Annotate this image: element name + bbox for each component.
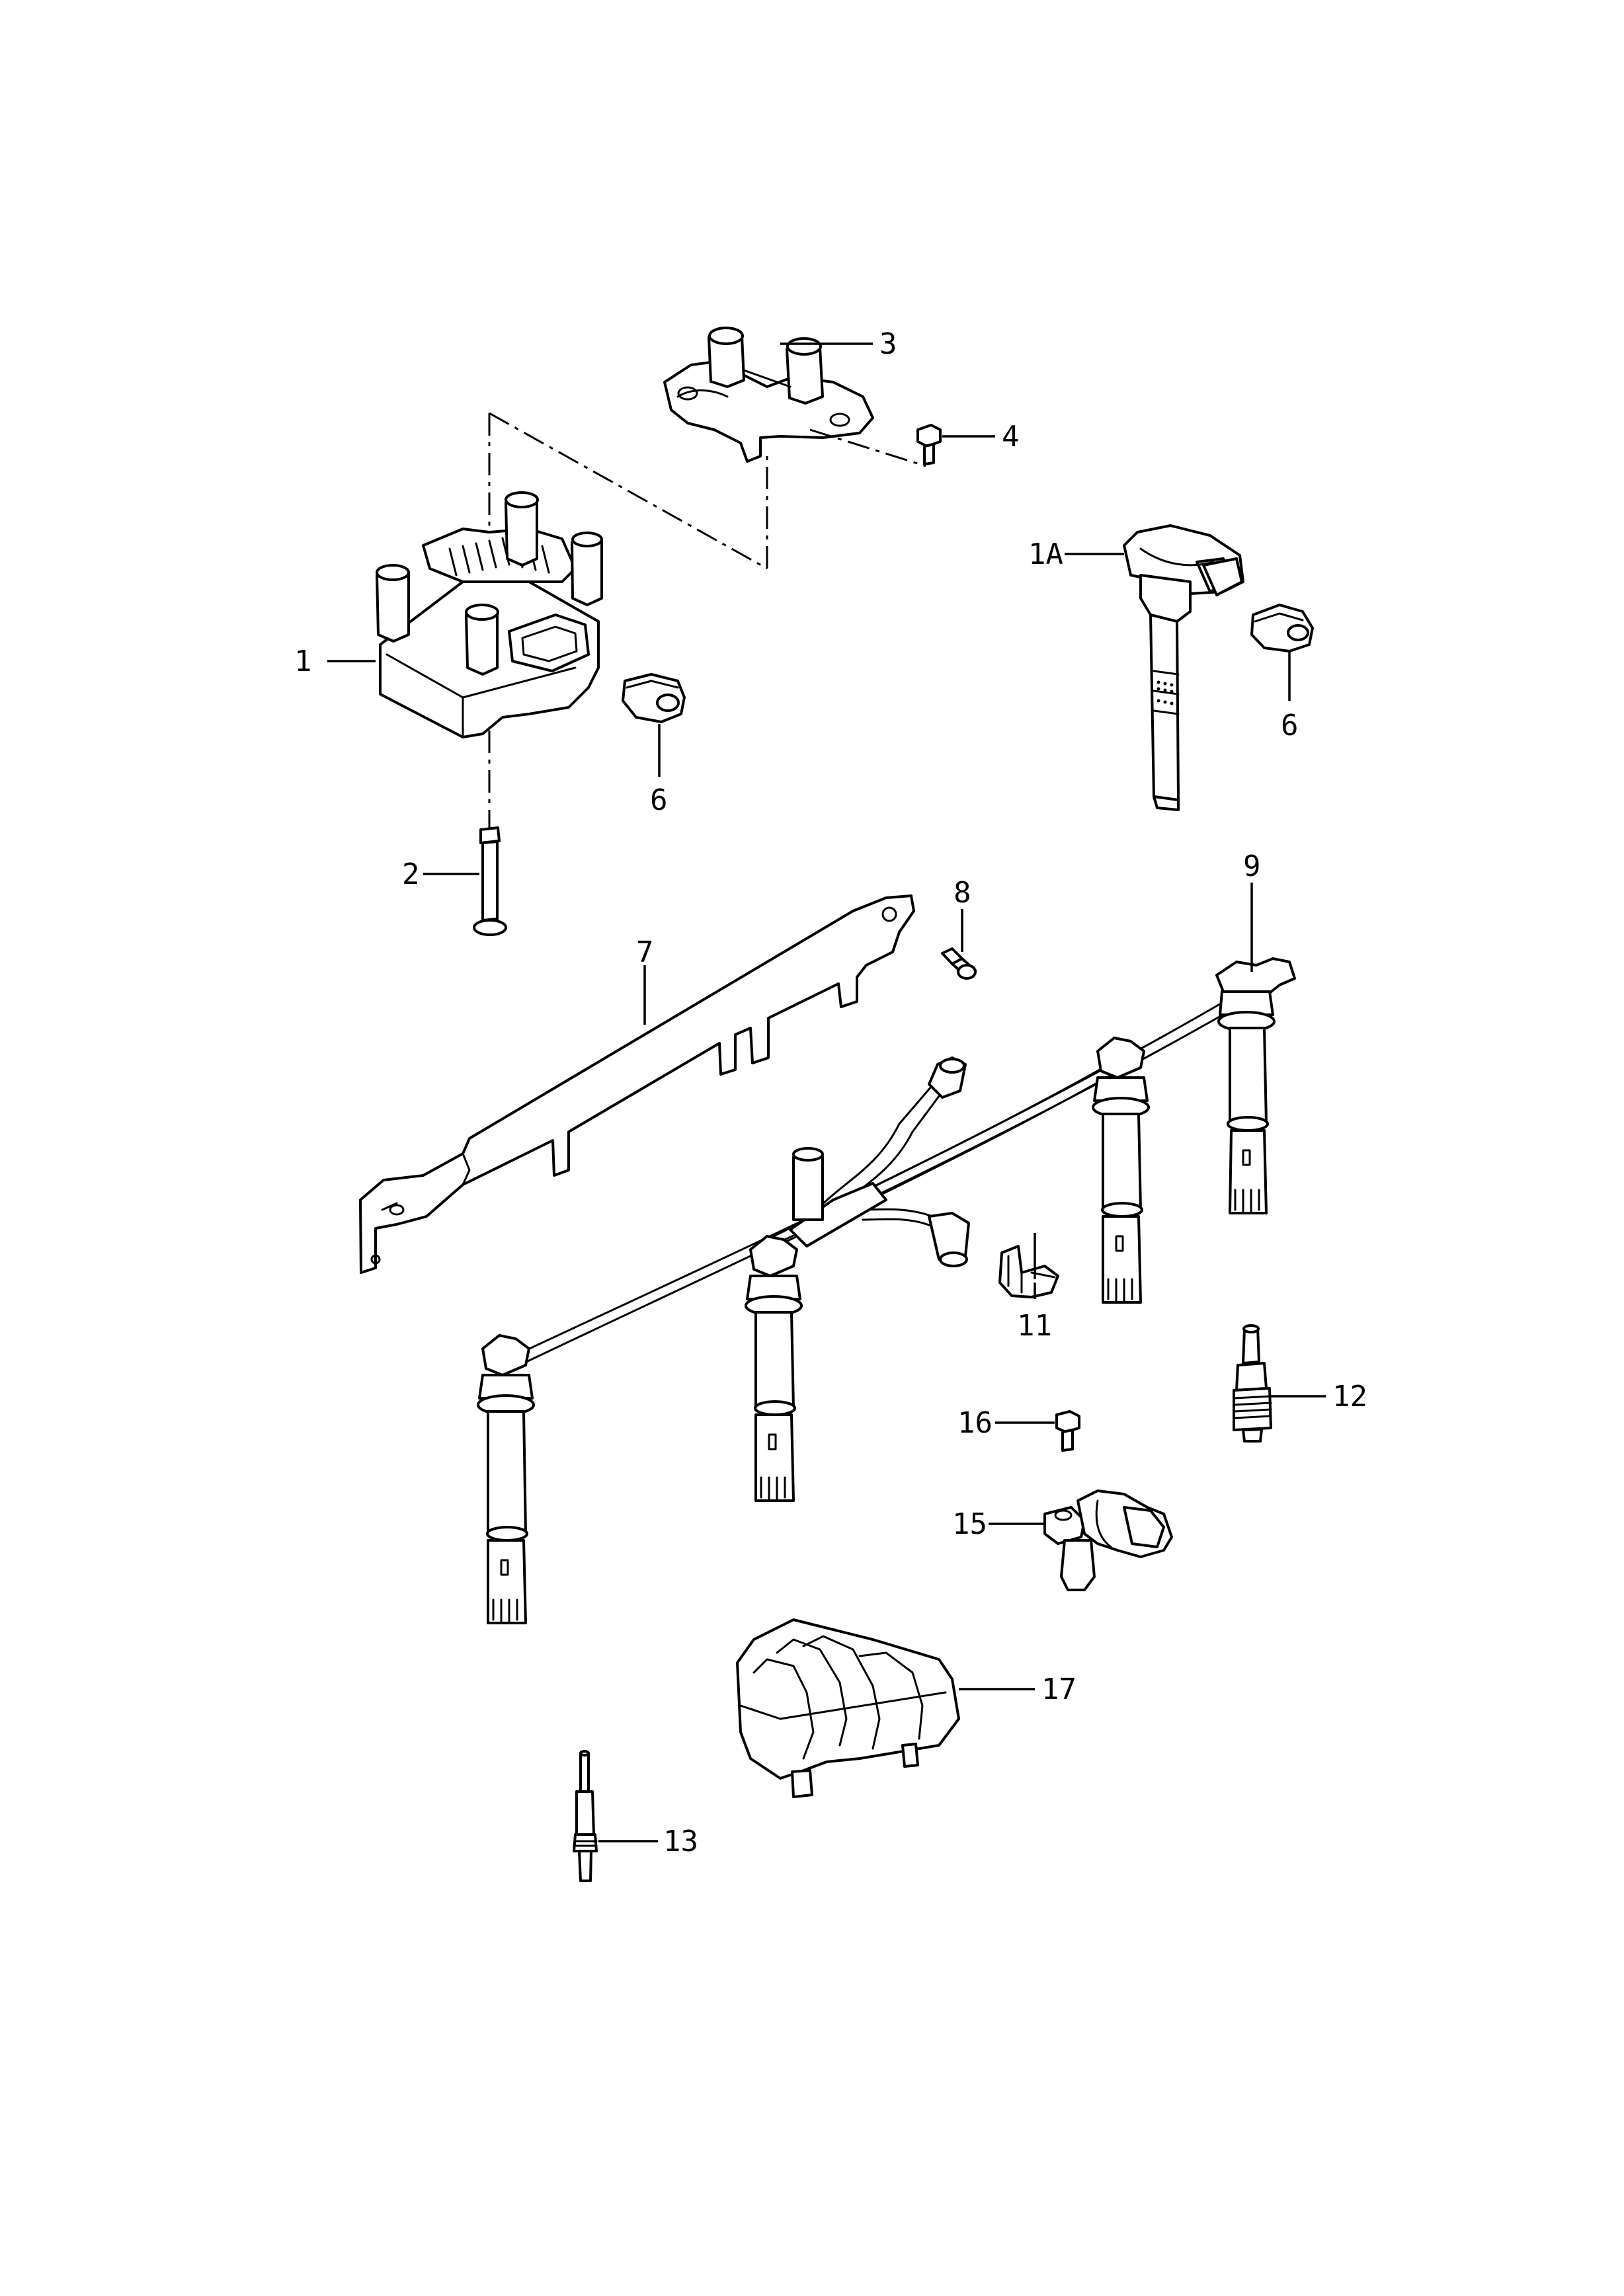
callout-16: 16 bbox=[957, 1406, 993, 1440]
output-stage-module bbox=[736, 1618, 960, 1798]
callout-6-left: 6 bbox=[650, 783, 668, 817]
callout-6-right: 6 bbox=[1281, 709, 1299, 742]
grommet-6-left bbox=[622, 673, 686, 723]
leader-lines bbox=[327, 342, 1326, 1842]
callout-4: 4 bbox=[1002, 420, 1020, 454]
callout-8: 8 bbox=[954, 876, 971, 910]
callout-labels: 3 4 1A 1 6 6 2 7 8 9 11 12 16 15 17 13 bbox=[294, 327, 1367, 1858]
bolt-4 bbox=[916, 424, 942, 465]
callout-15: 15 bbox=[952, 1507, 987, 1541]
spark-plug bbox=[1233, 1324, 1272, 1443]
ignition-coil-bracket bbox=[663, 327, 874, 463]
callout-3: 3 bbox=[879, 327, 897, 361]
bolt-16 bbox=[1055, 1410, 1080, 1452]
ignition-cable-bracket bbox=[359, 894, 915, 1274]
callout-13: 13 bbox=[663, 1825, 698, 1858]
callout-1: 1 bbox=[294, 645, 312, 678]
callout-17: 17 bbox=[1041, 1673, 1076, 1706]
ignition-wire-set bbox=[477, 957, 1296, 1624]
long-bolt bbox=[473, 826, 507, 936]
callout-7: 7 bbox=[636, 935, 654, 969]
bolt-8 bbox=[941, 947, 977, 980]
ignition-coil bbox=[376, 491, 603, 738]
callout-11: 11 bbox=[1017, 1309, 1052, 1343]
callout-9: 9 bbox=[1243, 850, 1261, 883]
glow-plug bbox=[573, 1750, 598, 1882]
grommet-6-right bbox=[1250, 604, 1314, 653]
camshaft-sensor bbox=[1043, 1489, 1173, 1591]
callout-1a: 1A bbox=[1028, 537, 1063, 571]
pencil-ignition-coil bbox=[1123, 524, 1244, 811]
callout-12: 12 bbox=[1332, 1380, 1367, 1413]
callout-2: 2 bbox=[402, 857, 420, 891]
wire-clip bbox=[998, 1245, 1059, 1298]
coil-grip-dots bbox=[1157, 680, 1174, 705]
